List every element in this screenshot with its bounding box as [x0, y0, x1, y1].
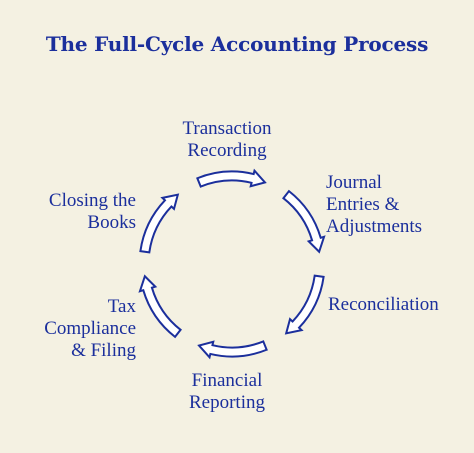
cycle-arrow-6: [139, 193, 180, 254]
cycle-arrow-5: [138, 274, 182, 339]
step-label-transaction-recording: Transaction Recording: [182, 118, 272, 161]
cycle-arrow-1: [196, 168, 267, 188]
step-label-journal-entries: Journal Entries & Adjustments: [326, 172, 423, 237]
step-label-financial-reporting: Financial Reporting: [189, 370, 265, 413]
cycle-arrow-3: [284, 274, 325, 335]
cycle-arrow-2: [282, 189, 326, 254]
diagram-title: The Full-Cycle Accounting Process: [45, 32, 429, 56]
step-label-reconciliation: Reconciliation: [328, 294, 439, 315]
step-label-closing-books: Closing the Books: [48, 190, 136, 233]
step-label-tax-compliance: Tax Compliance & Filing: [44, 296, 136, 361]
cycle-arrow-4: [197, 340, 268, 360]
